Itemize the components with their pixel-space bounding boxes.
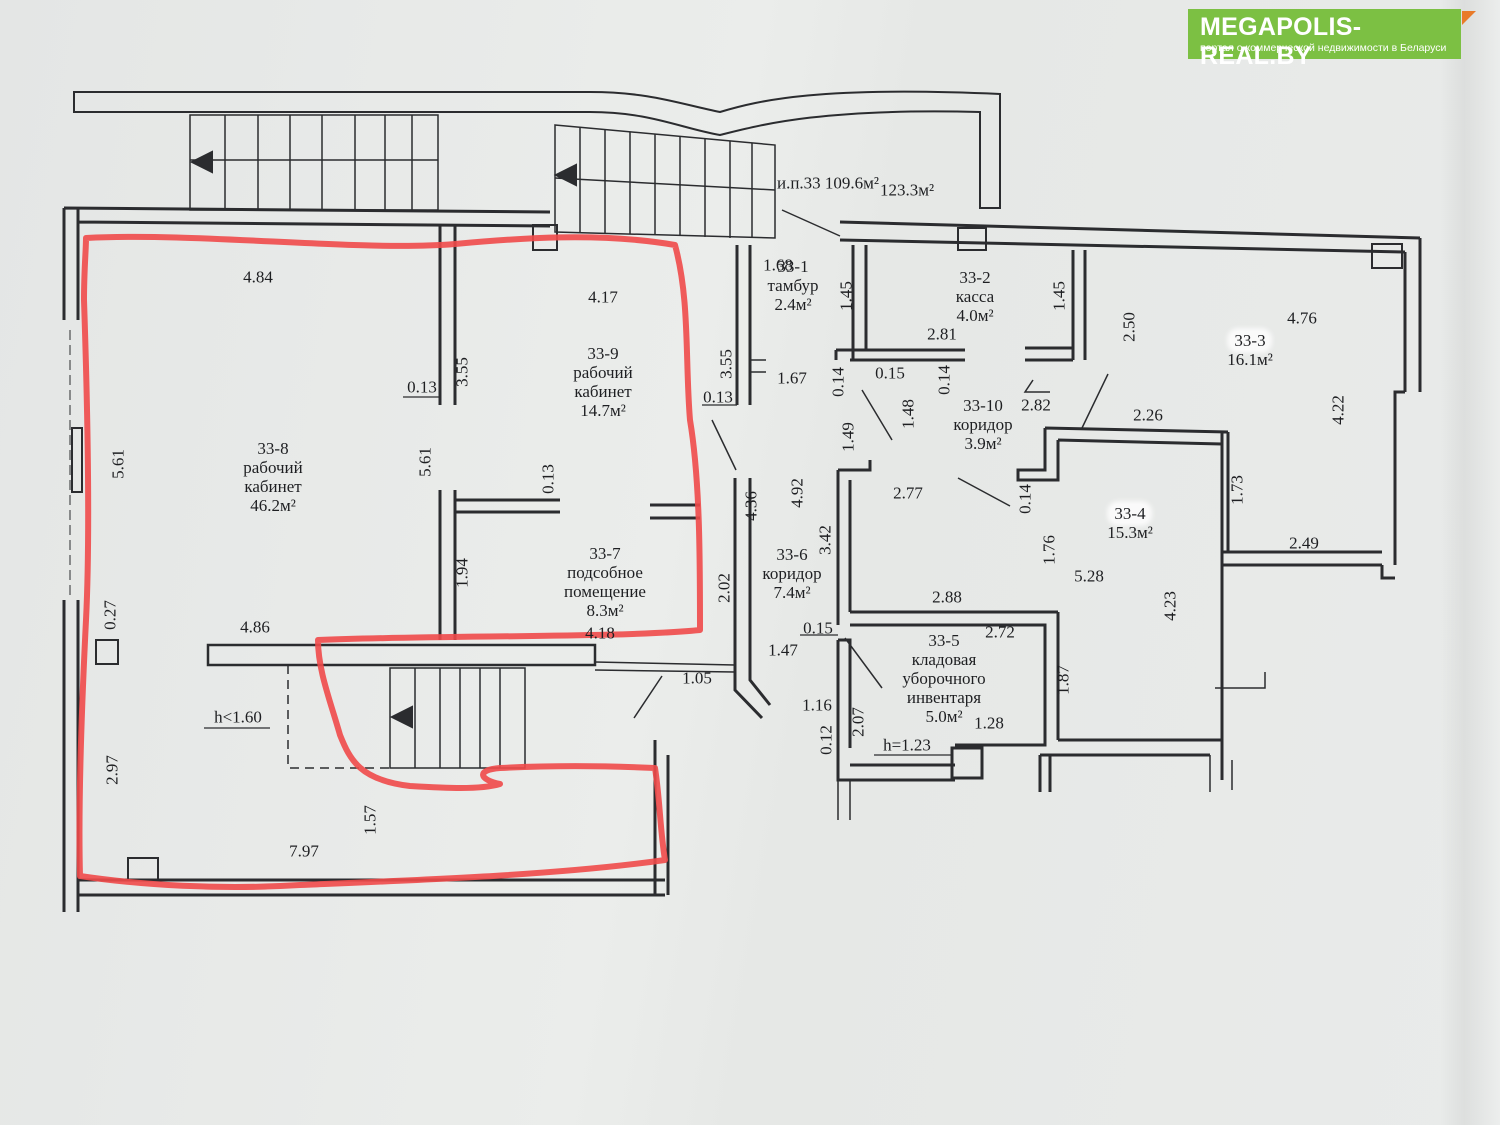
- partitions-right: [834, 245, 1230, 792]
- dim-label: 0.12: [816, 725, 836, 755]
- dim-label: 2.97: [102, 755, 122, 785]
- column-bottom: [127, 857, 159, 881]
- dim-label: 4.92: [787, 478, 807, 508]
- dim-label: 0.27: [100, 600, 120, 630]
- logo-corner-icon: [1462, 11, 1476, 25]
- column-left: [95, 639, 119, 665]
- highlight-outline: [76, 233, 703, 890]
- shaft: [950, 746, 984, 780]
- dim-label: 1.28: [974, 713, 1004, 733]
- brand-name: MEGAPOLIS-REAL.BY: [1200, 13, 1362, 70]
- balcony-outline: [73, 90, 1001, 209]
- dim-label: 4.18: [585, 623, 615, 643]
- window-left-1: [71, 427, 83, 493]
- dim-label: 7.97: [289, 841, 319, 861]
- dim-label: 2.26: [1133, 405, 1163, 425]
- paper-fold: [1440, 0, 1500, 1125]
- dim-label: 2.82: [1021, 395, 1051, 415]
- dim-label: 4.84: [243, 267, 273, 287]
- dim-label: 1.05: [682, 668, 712, 688]
- dim-label: 2.88: [932, 587, 962, 607]
- dim-label: 5.28: [1074, 566, 1104, 586]
- height-label-1: h<1.60: [214, 707, 262, 727]
- dim-label: 4.17: [588, 287, 618, 307]
- dim-label: 5.61: [108, 449, 128, 479]
- dim-label: 2.07: [848, 707, 868, 737]
- dim-label: 2.77: [893, 483, 923, 503]
- dim-label: 0.13: [703, 387, 733, 407]
- dim-label: 1.68: [763, 255, 793, 275]
- dim-label: 2.02: [714, 573, 734, 603]
- dim-label: 2.49: [1289, 533, 1319, 553]
- dim-label: 1.16: [802, 695, 832, 715]
- dim-label: 1.48: [898, 399, 918, 429]
- dim-label: 1.45: [836, 281, 856, 311]
- column-kassa: [957, 227, 987, 251]
- dim-label: 0.13: [407, 377, 437, 397]
- wall-right-outer: [839, 220, 1422, 580]
- dim-label: 2.72: [985, 622, 1015, 642]
- dim-label: 4.23: [1160, 591, 1180, 621]
- dim-label: 0.14: [934, 365, 954, 395]
- dim-label: 0.14: [828, 367, 848, 397]
- stairs-arrow-left: [189, 150, 213, 174]
- dim-label: 3.55: [716, 349, 736, 379]
- dim-label: 0.15: [803, 618, 833, 638]
- stairs-lower: [389, 667, 526, 769]
- dim-label: 1.76: [1039, 535, 1059, 565]
- header-line1: и.п.33 109.6м²: [776, 173, 880, 193]
- dim-label: 4.76: [1287, 308, 1317, 328]
- dim-label: 2.50: [1119, 312, 1139, 342]
- partitions-left: [438, 225, 700, 640]
- height-label-2: h=1.23: [883, 735, 931, 755]
- dim-label: 5.61: [415, 447, 435, 477]
- dim-label: 1.73: [1227, 475, 1247, 505]
- header-line2: 123.3м²: [879, 180, 935, 200]
- stairs-arrow-lower: [389, 705, 413, 729]
- dim-label: 1.45: [1049, 281, 1069, 311]
- stairs-upper-left: [189, 114, 439, 211]
- dim-label: 1.49: [838, 422, 858, 452]
- dim-label: 1.57: [360, 805, 380, 835]
- dim-label: 1.67: [777, 368, 807, 388]
- dim-label: 4.22: [1328, 395, 1348, 425]
- brand-logo: MEGAPOLIS-REAL.BY портал о коммерческой …: [1188, 9, 1461, 70]
- dim-label: 1.94: [452, 558, 472, 588]
- brand-tagline: портал о коммерческой недвижимости в Бел…: [1200, 42, 1447, 54]
- dim-label: 1.47: [768, 640, 798, 660]
- stairs-upper-middle: [554, 124, 776, 239]
- column-right: [1371, 243, 1403, 269]
- dim-label: 2.81: [927, 324, 957, 344]
- dim-label: 1.87: [1053, 665, 1073, 695]
- dim-label: 0.14: [1015, 484, 1035, 514]
- dim-label: 4.86: [240, 617, 270, 637]
- dim-label: 4.36: [741, 491, 761, 521]
- wall-corridor: [653, 245, 772, 895]
- beam-horizontal: [206, 643, 597, 667]
- dim-label: 0.15: [875, 363, 905, 383]
- dim-label: 3.42: [815, 525, 835, 555]
- dim-label: 3.55: [452, 357, 472, 387]
- stairs-arrow-middle: [553, 163, 577, 187]
- dim-label: 0.13: [538, 464, 558, 494]
